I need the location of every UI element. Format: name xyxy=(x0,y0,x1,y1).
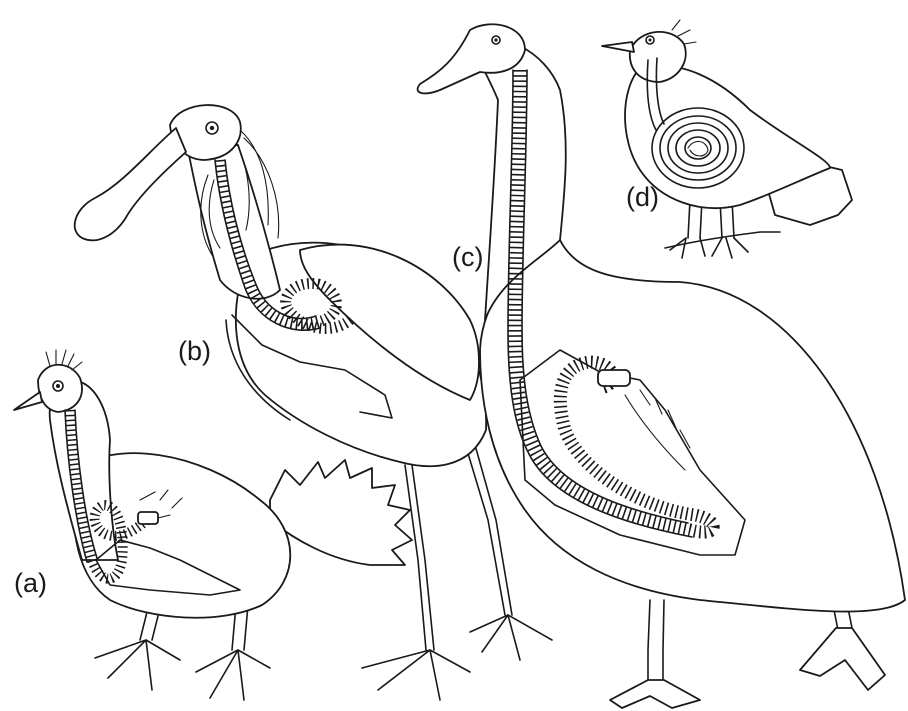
crested-bird-head xyxy=(38,365,82,412)
label-d: (d) xyxy=(626,184,659,211)
swan-foot-left xyxy=(610,680,700,708)
crested-bird-tail xyxy=(270,460,412,565)
crested-bird-beak xyxy=(14,392,42,410)
spoonbill-foot-left xyxy=(362,650,470,700)
label-c: (c) xyxy=(452,244,483,271)
swan-foot-right xyxy=(800,628,885,690)
spoonbill-leg-left xyxy=(405,465,434,650)
label-b: (b) xyxy=(178,338,211,365)
swan-body xyxy=(480,240,905,612)
swan-leg-left xyxy=(648,600,664,680)
spoonbill-foot-right xyxy=(470,615,552,660)
perching-bird-beak xyxy=(602,42,634,52)
swan-syrinx xyxy=(598,370,630,386)
spoonbill-bill xyxy=(75,128,186,240)
perching-bird-figure-d xyxy=(602,20,852,258)
label-a: (a) xyxy=(14,570,47,597)
